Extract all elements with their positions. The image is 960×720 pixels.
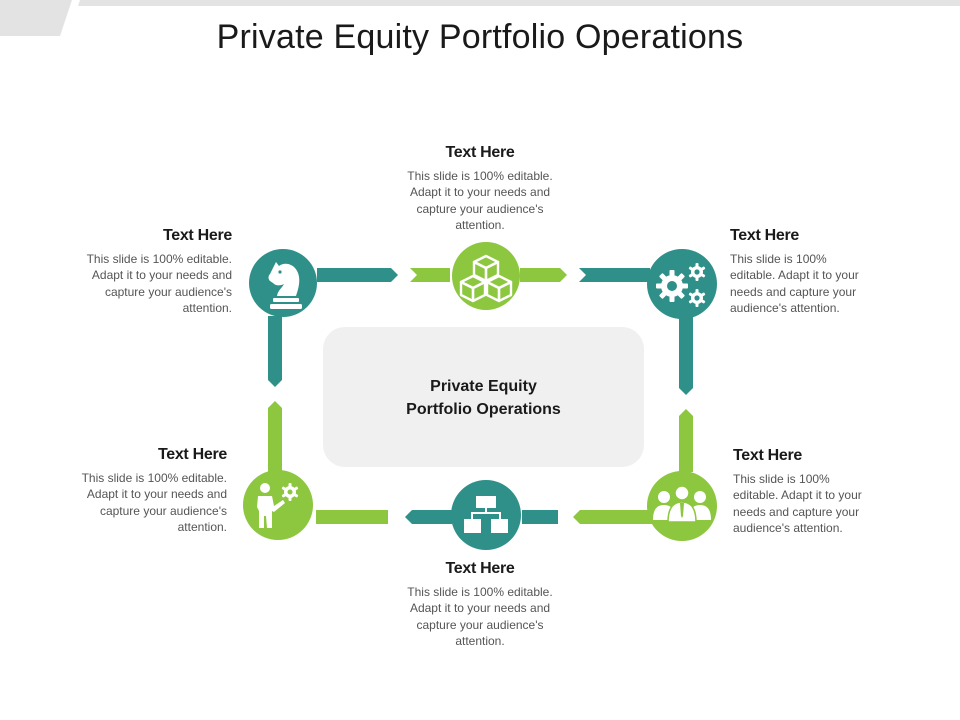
connector-arrow xyxy=(579,268,650,282)
connector-arrow xyxy=(520,268,567,282)
text-block-bottom: Text Here This slide is 100% editable. A… xyxy=(385,560,575,649)
team-icon xyxy=(653,485,711,523)
node-top-left xyxy=(249,249,317,317)
presenter-gear-icon xyxy=(257,483,299,528)
block-heading: Text Here xyxy=(445,144,515,161)
connector-arrow xyxy=(405,510,452,524)
connector-arrow xyxy=(410,268,450,282)
node-bottom-right xyxy=(647,471,717,541)
block-body: This slide is 100% editable. Adapt it to… xyxy=(81,471,227,534)
block-heading: Text Here xyxy=(162,227,232,244)
block-body: This slide is 100% editable. Adapt it to… xyxy=(730,252,859,315)
block-body: This slide is 100% editable. Adapt it to… xyxy=(407,585,553,648)
block-body: This slide is 100% editable. Adapt it to… xyxy=(86,252,232,315)
block-heading: Text Here xyxy=(445,560,515,577)
text-block-bottom-right: Text Here This slide is 100% editable. A… xyxy=(733,447,923,536)
connector-arrow xyxy=(317,268,398,282)
text-block-top-right: Text Here This slide is 100% editable. A… xyxy=(730,227,920,316)
node-bottom xyxy=(451,480,521,550)
text-block-bottom-left: Text Here This slide is 100% editable. A… xyxy=(37,446,228,535)
connector-arrow xyxy=(268,316,282,387)
block-heading: Text Here xyxy=(730,227,800,244)
node-top xyxy=(452,242,520,310)
center-box: Private Equity Portfolio Operations xyxy=(323,327,644,467)
connector-arrow xyxy=(679,316,693,395)
connector-arrow xyxy=(522,510,558,524)
block-body: This slide is 100% editable. Adapt it to… xyxy=(407,169,553,232)
connector-arrow xyxy=(679,409,693,472)
chess-knight-icon xyxy=(268,262,302,309)
text-block-top-left: Text Here This slide is 100% editable. A… xyxy=(42,227,233,316)
slide-title: Private Equity Portfolio Operations xyxy=(216,18,744,56)
top-bar-decoration xyxy=(78,0,960,6)
connector-arrow xyxy=(316,510,388,524)
connector-arrow xyxy=(268,401,282,472)
corner-decoration xyxy=(0,0,72,36)
gears-icon xyxy=(656,263,706,307)
blocks-icon xyxy=(459,254,513,303)
block-body: This slide is 100% editable. Adapt it to… xyxy=(733,472,862,535)
center-label-line-2: Portfolio Operations xyxy=(406,401,561,418)
node-top-right xyxy=(647,249,717,319)
center-label-line-1: Private Equity xyxy=(430,378,537,395)
text-block-top: Text Here This slide is 100% editable. A… xyxy=(385,144,575,233)
center-label: Private Equity Portfolio Operations xyxy=(323,375,644,421)
org-chart-icon xyxy=(464,496,508,533)
node-bottom-left xyxy=(243,470,313,540)
connector-arrow xyxy=(573,510,652,524)
block-heading: Text Here xyxy=(157,446,227,463)
block-heading: Text Here xyxy=(733,447,803,464)
